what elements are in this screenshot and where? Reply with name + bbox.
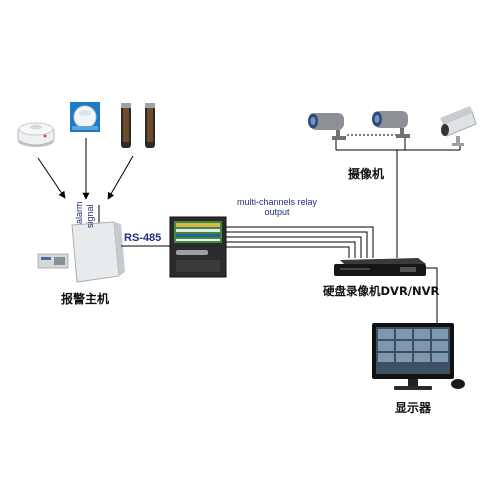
cctv-camera-icon xyxy=(308,113,346,140)
relay-output-label: multi-channels relay output xyxy=(224,197,330,217)
camera-label: 摄像机 xyxy=(348,167,385,181)
relay-label-line1: multi-channels relay xyxy=(236,197,318,207)
relay-output-lines xyxy=(226,226,374,258)
relay-board-icon xyxy=(169,216,227,278)
motion-sensor-icon xyxy=(70,102,100,132)
smoke-detector-icon xyxy=(17,122,55,147)
arrow-smoke-to-panel xyxy=(37,157,66,199)
signal-word-label: signal xyxy=(85,204,95,228)
cctv-camera-icon xyxy=(372,111,410,138)
arrow-beam-to-panel xyxy=(107,155,134,200)
rs485-label: RS-485 xyxy=(124,232,162,244)
camera-bus-lines xyxy=(335,138,461,258)
dvr-to-monitor-line xyxy=(426,267,438,337)
cctv-camera-icon xyxy=(440,106,477,146)
mouse-icon xyxy=(451,379,465,389)
dvr-label: 硬盘录像机DVR/NVR xyxy=(323,284,440,298)
monitor-icon xyxy=(372,323,454,390)
monitor-label: 显示器 xyxy=(395,401,432,415)
dvr-recorder-icon xyxy=(334,258,426,276)
alarm-word-label: alarm xyxy=(74,201,84,224)
alarm-host-label: 报警主机 xyxy=(61,292,110,306)
relay-label-line2: output xyxy=(264,207,290,217)
infrared-beam-icon xyxy=(121,103,155,148)
alarm-panel-icon xyxy=(37,205,125,283)
